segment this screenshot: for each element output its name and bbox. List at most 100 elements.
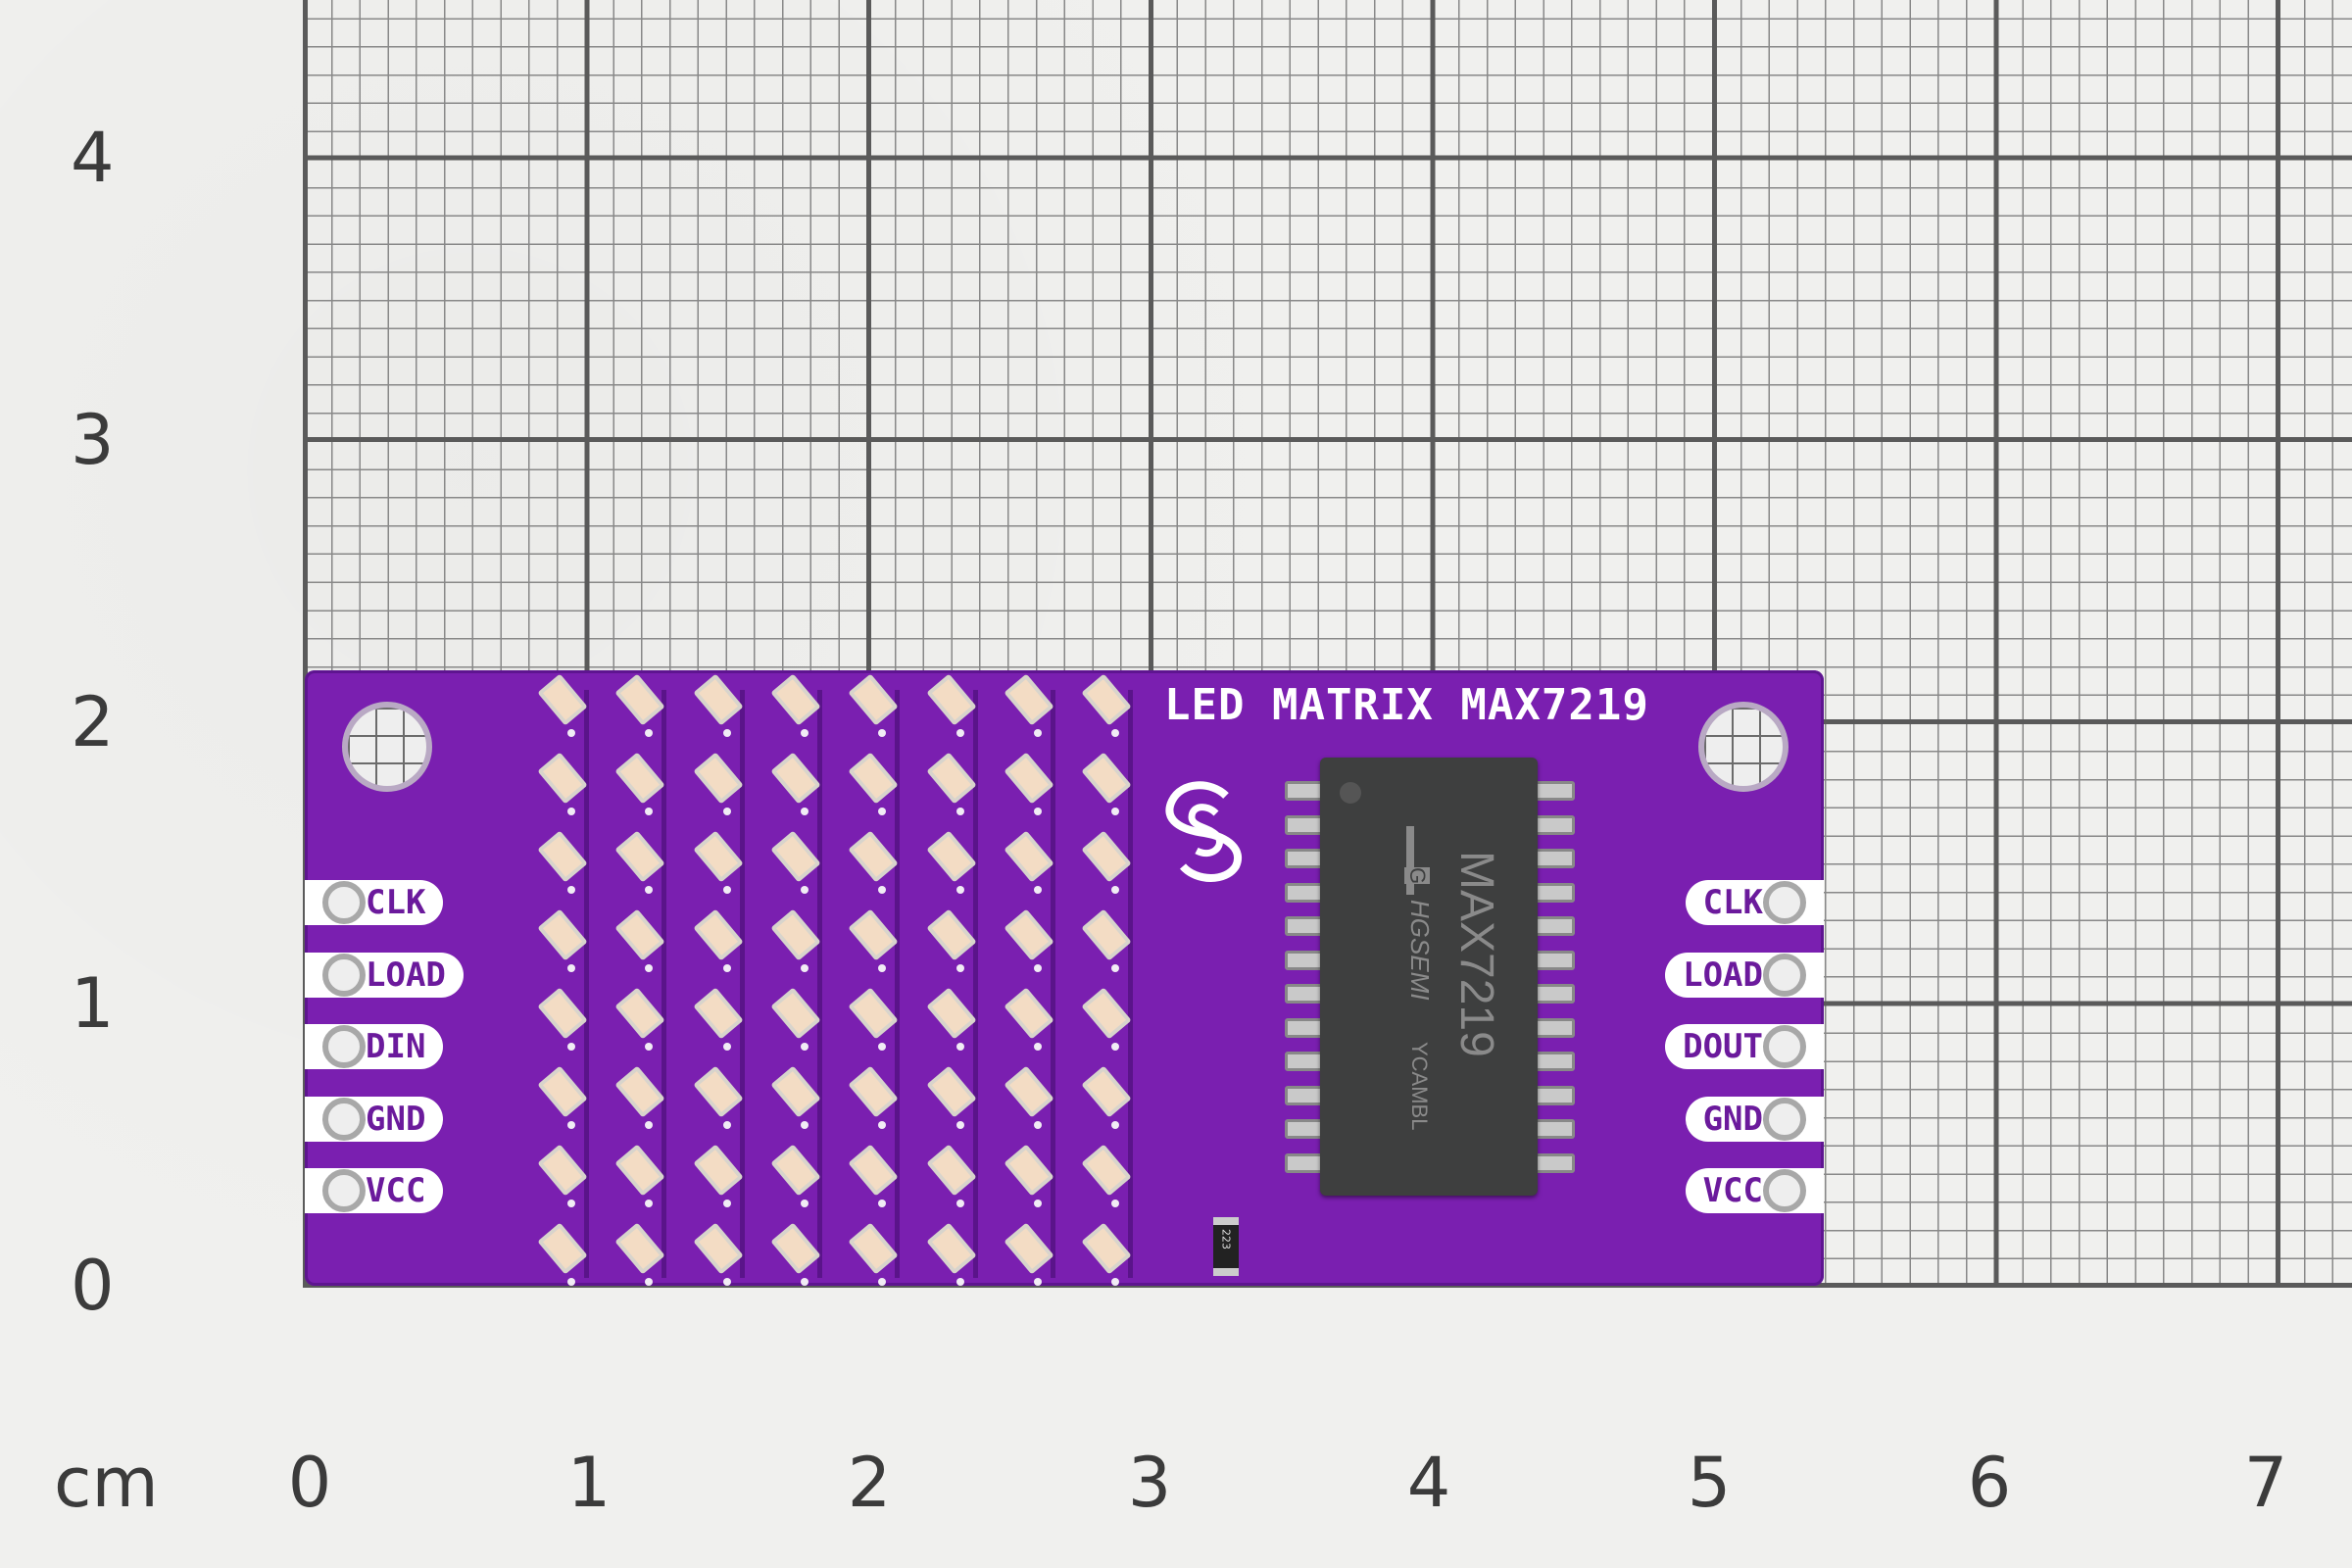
chip-pin <box>1534 849 1575 868</box>
via <box>878 1121 887 1129</box>
pin-hole <box>1763 1169 1806 1212</box>
smd-led <box>925 830 977 883</box>
smd-led <box>848 1144 899 1197</box>
via <box>878 1200 887 1207</box>
via <box>1111 964 1120 972</box>
x-label: 4 <box>1406 1443 1451 1523</box>
y-label: 2 <box>71 682 115 762</box>
marking-bar <box>1406 826 1414 895</box>
resistor-marking: 223 <box>1219 1229 1233 1250</box>
smd-led <box>1004 673 1054 726</box>
copper-trace <box>1128 690 1134 1278</box>
x-label: 6 <box>1967 1443 2012 1523</box>
via <box>567 1121 575 1129</box>
y-label: 3 <box>71 400 115 480</box>
via <box>878 1043 887 1051</box>
smd-led <box>1081 830 1132 883</box>
smd-led <box>770 1065 821 1118</box>
chip-pin <box>1534 1152 1575 1173</box>
via <box>956 964 964 972</box>
chip-pin <box>1534 781 1575 801</box>
smd-led <box>1004 1065 1054 1118</box>
chip-pin <box>1534 984 1575 1004</box>
pin-dout-right: DOUT <box>1665 1024 1824 1069</box>
via <box>878 729 887 737</box>
chip-pin <box>1534 1017 1575 1038</box>
chip-pin <box>1534 1052 1575 1071</box>
pin-clk-left: CLK <box>305 880 444 925</box>
via <box>800 1200 808 1207</box>
smd-led <box>848 752 899 805</box>
pin-hole <box>322 1169 366 1212</box>
chip-part-number: MAX7219 <box>1450 851 1502 1057</box>
x-label: 5 <box>1687 1443 1732 1523</box>
via <box>1033 1278 1042 1286</box>
via <box>1033 808 1042 815</box>
smd-led <box>770 1144 821 1197</box>
chip-pin <box>1534 1119 1575 1139</box>
smd-led <box>925 1144 977 1197</box>
via <box>956 729 964 737</box>
smd-led <box>848 673 899 726</box>
smd-led <box>1081 1222 1132 1275</box>
pin-clk-right: CLK <box>1685 880 1824 925</box>
smd-led <box>614 1065 665 1118</box>
via <box>800 808 808 815</box>
smd-led <box>692 1065 744 1118</box>
mounting-hole <box>1698 702 1788 792</box>
via <box>567 964 575 972</box>
via <box>956 886 964 894</box>
via <box>567 1043 575 1051</box>
smd-led <box>692 830 744 883</box>
via <box>722 1043 731 1051</box>
smd-led <box>848 1065 899 1118</box>
max7219-chip: MAX7219 HGSEMI YCAMBL G <box>1320 758 1538 1196</box>
via <box>645 964 654 972</box>
pin-hole <box>322 881 366 924</box>
smd-led <box>1081 987 1132 1040</box>
smd-led <box>848 908 899 961</box>
chip-pin <box>1534 1085 1575 1105</box>
y-label: 4 <box>71 118 115 198</box>
pin-hole <box>1763 1098 1806 1141</box>
via <box>1111 886 1120 894</box>
chip-pin <box>1534 882 1575 903</box>
copper-trace <box>972 690 978 1278</box>
smd-led <box>537 1222 588 1275</box>
via <box>1033 1121 1042 1129</box>
pin-hole <box>1763 881 1806 924</box>
pin-gnd-right: GND <box>1685 1097 1824 1142</box>
via <box>567 808 575 815</box>
smd-led <box>614 752 665 805</box>
smd-resistor: 223 <box>1213 1217 1239 1276</box>
via <box>567 729 575 737</box>
via <box>1033 1043 1042 1051</box>
x-label: 7 <box>2243 1443 2288 1523</box>
pin-load-left: LOAD <box>305 953 464 998</box>
via <box>800 1043 808 1051</box>
smd-led <box>537 752 588 805</box>
via <box>800 886 808 894</box>
via <box>1111 1043 1120 1051</box>
chip-pin <box>1534 916 1575 936</box>
smd-led <box>770 830 821 883</box>
smd-led <box>537 987 588 1040</box>
unit-label: cm <box>54 1443 159 1523</box>
smd-led <box>925 673 977 726</box>
smd-led <box>614 830 665 883</box>
smd-led <box>614 908 665 961</box>
smd-led <box>925 1222 977 1275</box>
board-title: LED MATRIX MAX7219 <box>1164 680 1649 730</box>
via <box>722 1200 731 1207</box>
smd-led <box>770 908 821 961</box>
y-label: 0 <box>71 1246 115 1326</box>
smd-led <box>1081 752 1132 805</box>
smd-led <box>770 752 821 805</box>
smd-led <box>614 1222 665 1275</box>
via <box>800 964 808 972</box>
pin-vcc-left: VCC <box>305 1168 444 1213</box>
smd-led <box>692 752 744 805</box>
via <box>1033 964 1042 972</box>
via <box>645 1278 654 1286</box>
pin-gnd-left: GND <box>305 1097 444 1142</box>
